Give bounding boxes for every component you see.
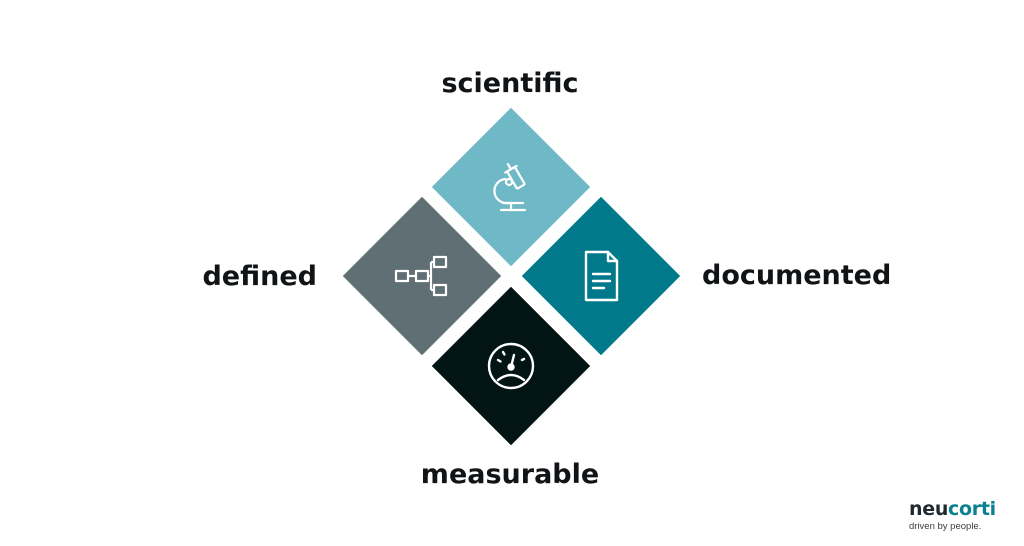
logo-wordmark-part2: corti xyxy=(948,498,996,520)
logo-tagline: driven by people. xyxy=(909,521,982,532)
document-icon xyxy=(571,246,631,306)
neucorti-logo: neucorti driven by people. xyxy=(909,500,996,533)
flowchart-icon xyxy=(392,246,452,306)
microscope-icon xyxy=(481,157,541,217)
label-scientific: scientific xyxy=(441,68,579,99)
logo-wordmark-part1: neu xyxy=(909,498,949,520)
label-measurable: measurable xyxy=(420,459,600,490)
label-documented: documented xyxy=(702,260,892,291)
logo-wordmark: neucorti xyxy=(909,500,996,519)
gauge-icon xyxy=(481,336,541,396)
label-defined: defined xyxy=(202,261,317,292)
